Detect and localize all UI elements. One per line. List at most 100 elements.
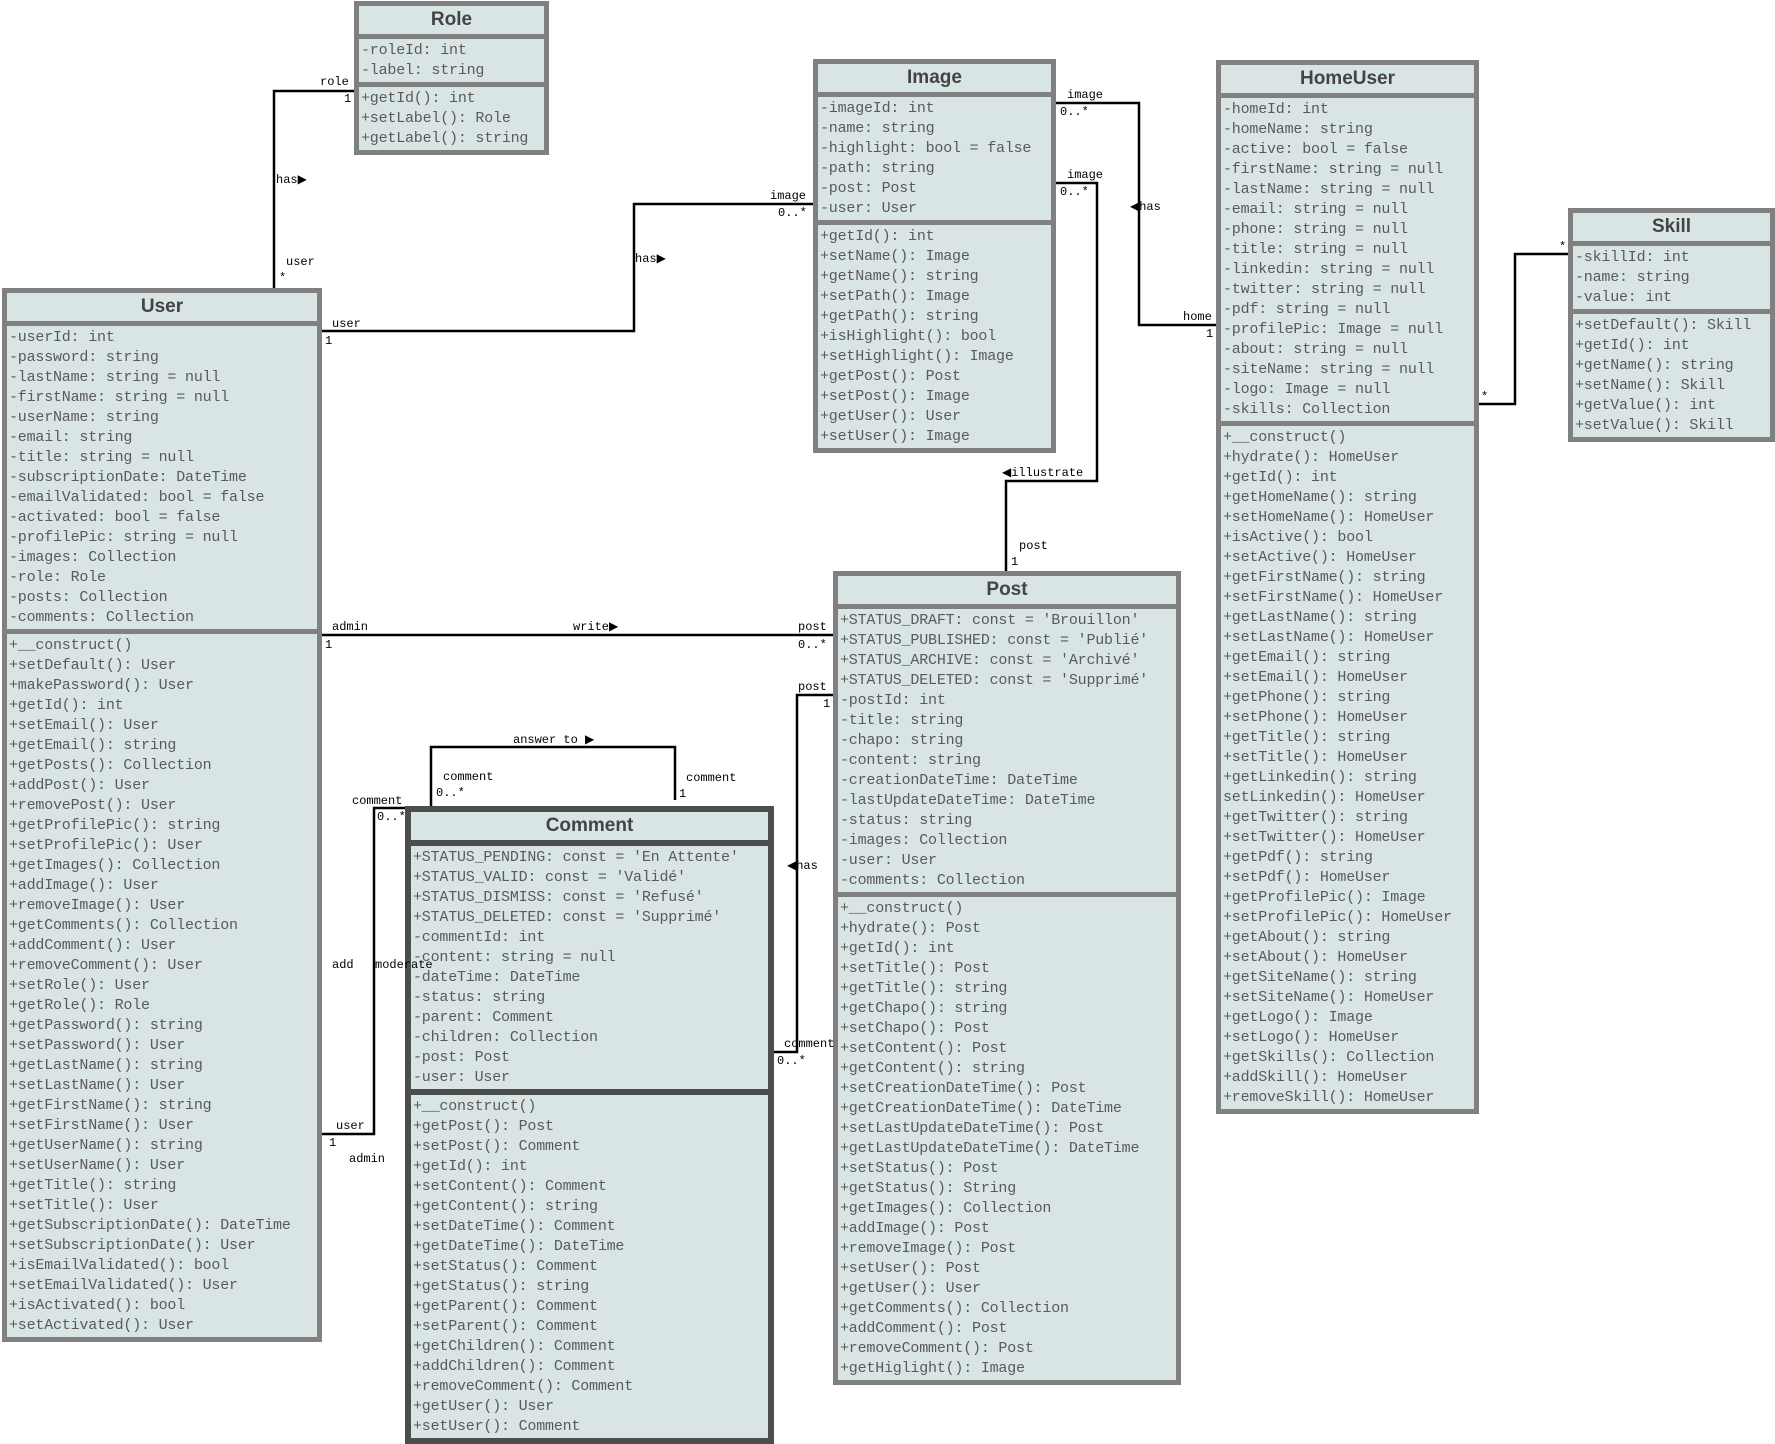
class-method: +setActive(): HomeUser: [1223, 549, 1417, 566]
class-method: +getContent(): string: [413, 1198, 598, 1215]
class-method: +getId(): int: [840, 940, 955, 957]
class-title: Role: [359, 6, 544, 39]
class-method: +setTitle(): HomeUser: [1223, 749, 1408, 766]
class-method: +getComments(): Collection: [9, 917, 238, 934]
class-method: +removePost(): User: [9, 797, 177, 814]
class-title: Post: [838, 576, 1176, 609]
class-attribute: -status: string: [840, 812, 973, 829]
class-method: +addImage(): Post: [840, 1220, 990, 1237]
class-user[interactable]: User-userId: int-password: string-lastNa…: [2, 288, 322, 1342]
assoc-user-comment-moderate: moderate: [375, 958, 433, 972]
assoc-post-comment-comment-mult: 0..*: [777, 1054, 806, 1068]
class-method: +setLogo(): HomeUser: [1223, 1029, 1400, 1046]
assoc-comment-self-parent-mult: 1: [679, 787, 687, 801]
class-attribute: -active: bool = false: [1223, 141, 1408, 158]
class-method: +__construct(): [9, 637, 133, 654]
class-attribute: +STATUS_DISMISS: const = 'Refusé': [413, 889, 704, 906]
class-attribute: -firstName: string = null: [1223, 161, 1444, 178]
class-attribute: -email: string = null: [1223, 201, 1408, 218]
class-method: +getChildren(): Comment: [413, 1338, 616, 1355]
assoc-post-comment-name: ◀has: [787, 859, 818, 873]
class-method: +setActivated(): User: [9, 1317, 194, 1334]
class-role[interactable]: Role-roleId: int-label: string+getId(): …: [354, 1, 549, 155]
class-method: +getLinkedin(): string: [1223, 769, 1417, 786]
class-method: +getPosts(): Collection: [9, 757, 212, 774]
class-method: +setEmail(): HomeUser: [1223, 669, 1408, 686]
class-method: +getStatus(): string: [413, 1278, 590, 1295]
assoc-user-role-user-mult: *: [279, 271, 287, 285]
class-method: +addImage(): User: [9, 877, 159, 894]
class-method: +setStatus(): Post: [840, 1160, 999, 1177]
class-attribute: -lastName: string = null: [1223, 181, 1435, 198]
class-method: +getUserName(): string: [9, 1137, 203, 1154]
class-method: +setEmail(): User: [9, 717, 159, 734]
class-attribute: -firstName: string = null: [9, 389, 230, 406]
class-attribute: -password: string: [9, 349, 159, 366]
line-homeuser-skill: [1478, 252, 1568, 406]
class-method: +getChapo(): string: [840, 1000, 1008, 1017]
assoc-user-image-name: has▶: [635, 252, 666, 266]
class-attribute: -phone: string = null: [1223, 221, 1408, 238]
class-comment[interactable]: Comment+STATUS_PENDING: const = 'En Atte…: [405, 806, 774, 1444]
line-comment-self: [429, 745, 677, 806]
class-method: +getUser(): User: [413, 1398, 554, 1415]
class-methods-section: +__construct()+hydrate(): Post+getId(): …: [838, 892, 1176, 1380]
assoc-user-post-user-mult: 1: [325, 638, 333, 652]
line-image-post: [1004, 181, 1099, 571]
class-homeuser[interactable]: HomeUser-homeId: int-homeName: string-ac…: [1216, 60, 1479, 1114]
assoc-post-comment-post-end: post: [798, 680, 827, 694]
class-skill[interactable]: Skill-skillId: int-name: string-value: i…: [1568, 208, 1775, 442]
class-image[interactable]: Image-imageId: int-name: string-highligh…: [813, 59, 1056, 453]
class-method: +addChildren(): Comment: [413, 1358, 616, 1375]
class-method: +getSkills(): Collection: [1223, 1049, 1435, 1066]
class-attribute: -subscriptionDate: DateTime: [9, 469, 247, 486]
class-attribute: -profilePic: string = null: [9, 529, 238, 546]
class-method: +getPdf(): string: [1223, 849, 1373, 866]
class-attribute: -title: string = null: [1223, 241, 1408, 258]
class-attribute: -images: Collection: [840, 832, 1008, 849]
class-attribute: -user: User: [413, 1069, 510, 1086]
class-method: +getHiglight(): Image: [840, 1360, 1025, 1377]
class-method: +setTitle(): Post: [840, 960, 990, 977]
class-method: +getPassword(): string: [9, 1017, 203, 1034]
class-method: +getId(): int: [361, 90, 476, 107]
assoc-image-home-home-mult: 1: [1206, 327, 1214, 341]
class-method: +__construct(): [840, 900, 964, 917]
class-attribute: -siteName: string = null: [1223, 361, 1435, 378]
class-post[interactable]: Post+STATUS_DRAFT: const = 'Brouillon'+S…: [833, 571, 1181, 1385]
class-method: +setContent(): Comment: [413, 1178, 607, 1195]
class-methods-section: +setDefault(): Skill+getId(): int+getNam…: [1573, 309, 1770, 437]
class-method: +removeImage(): User: [9, 897, 186, 914]
class-method: +removeComment(): Comment: [413, 1378, 634, 1395]
class-method: +getValue(): int: [1575, 397, 1716, 414]
class-attribute: -images: Collection: [9, 549, 177, 566]
class-title: User: [7, 293, 317, 326]
class-method: +setPassword(): User: [9, 1037, 186, 1054]
class-method: +getLastName(): string: [9, 1057, 203, 1074]
class-attribute: -logo: Image = null: [1223, 381, 1391, 398]
assoc-comment-self-child-mult: 0..*: [436, 786, 465, 800]
class-method: +getCreationDateTime(): DateTime: [840, 1100, 1122, 1117]
assoc-user-role-user-end: user: [286, 255, 315, 269]
class-attribute: -homeId: int: [1223, 101, 1329, 118]
class-attribute: +STATUS_PUBLISHED: const = 'Publié': [840, 632, 1149, 649]
class-attribute: -userName: string: [9, 409, 159, 426]
class-attribute: -roleId: int: [361, 42, 467, 59]
class-method: +setContent(): Post: [840, 1040, 1008, 1057]
assoc-user-comment-comment-mult: 0..*: [377, 810, 406, 824]
class-method: +getParent(): Comment: [413, 1298, 598, 1315]
class-method: +setPhone(): HomeUser: [1223, 709, 1408, 726]
class-title: Image: [818, 64, 1051, 97]
class-method: +getRole(): Role: [9, 997, 150, 1014]
class-methods-section: +__construct()+getPost(): Post+setPost()…: [411, 1089, 768, 1438]
assoc-user-post-post-mult: 0..*: [798, 638, 827, 652]
class-attribute: -posts: Collection: [9, 589, 168, 606]
class-method: +getProfilePic(): Image: [1223, 889, 1426, 906]
class-attribute: -email: string: [9, 429, 133, 446]
class-attribute: +STATUS_VALID: const = 'Validé': [413, 869, 686, 886]
class-method: +setLastName(): HomeUser: [1223, 629, 1435, 646]
class-method: +setHomeName(): HomeUser: [1223, 509, 1435, 526]
class-method: +getLastName(): string: [1223, 609, 1417, 626]
class-method: +setTitle(): User: [9, 1197, 159, 1214]
